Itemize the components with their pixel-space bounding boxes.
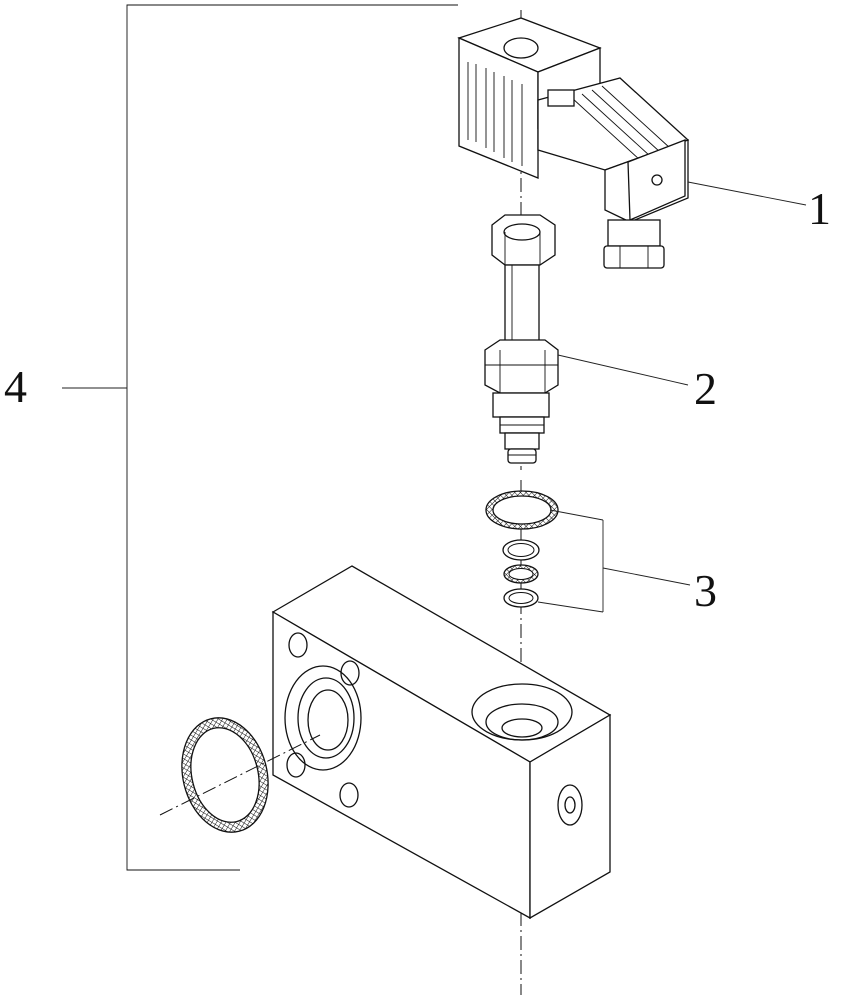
callout-3: 3 [694, 565, 717, 616]
seal-set [485, 490, 559, 608]
manifold-block [271, 565, 612, 920]
solenoid-coil [457, 17, 690, 269]
callout-2: 2 [694, 363, 717, 414]
callout-4: 4 [4, 361, 27, 412]
flange-gasket [159, 717, 321, 833]
assembly-bracket [62, 4, 458, 871]
callout-1: 1 [808, 183, 831, 234]
leader-lines [537, 181, 807, 613]
valve-cartridge [484, 214, 559, 464]
